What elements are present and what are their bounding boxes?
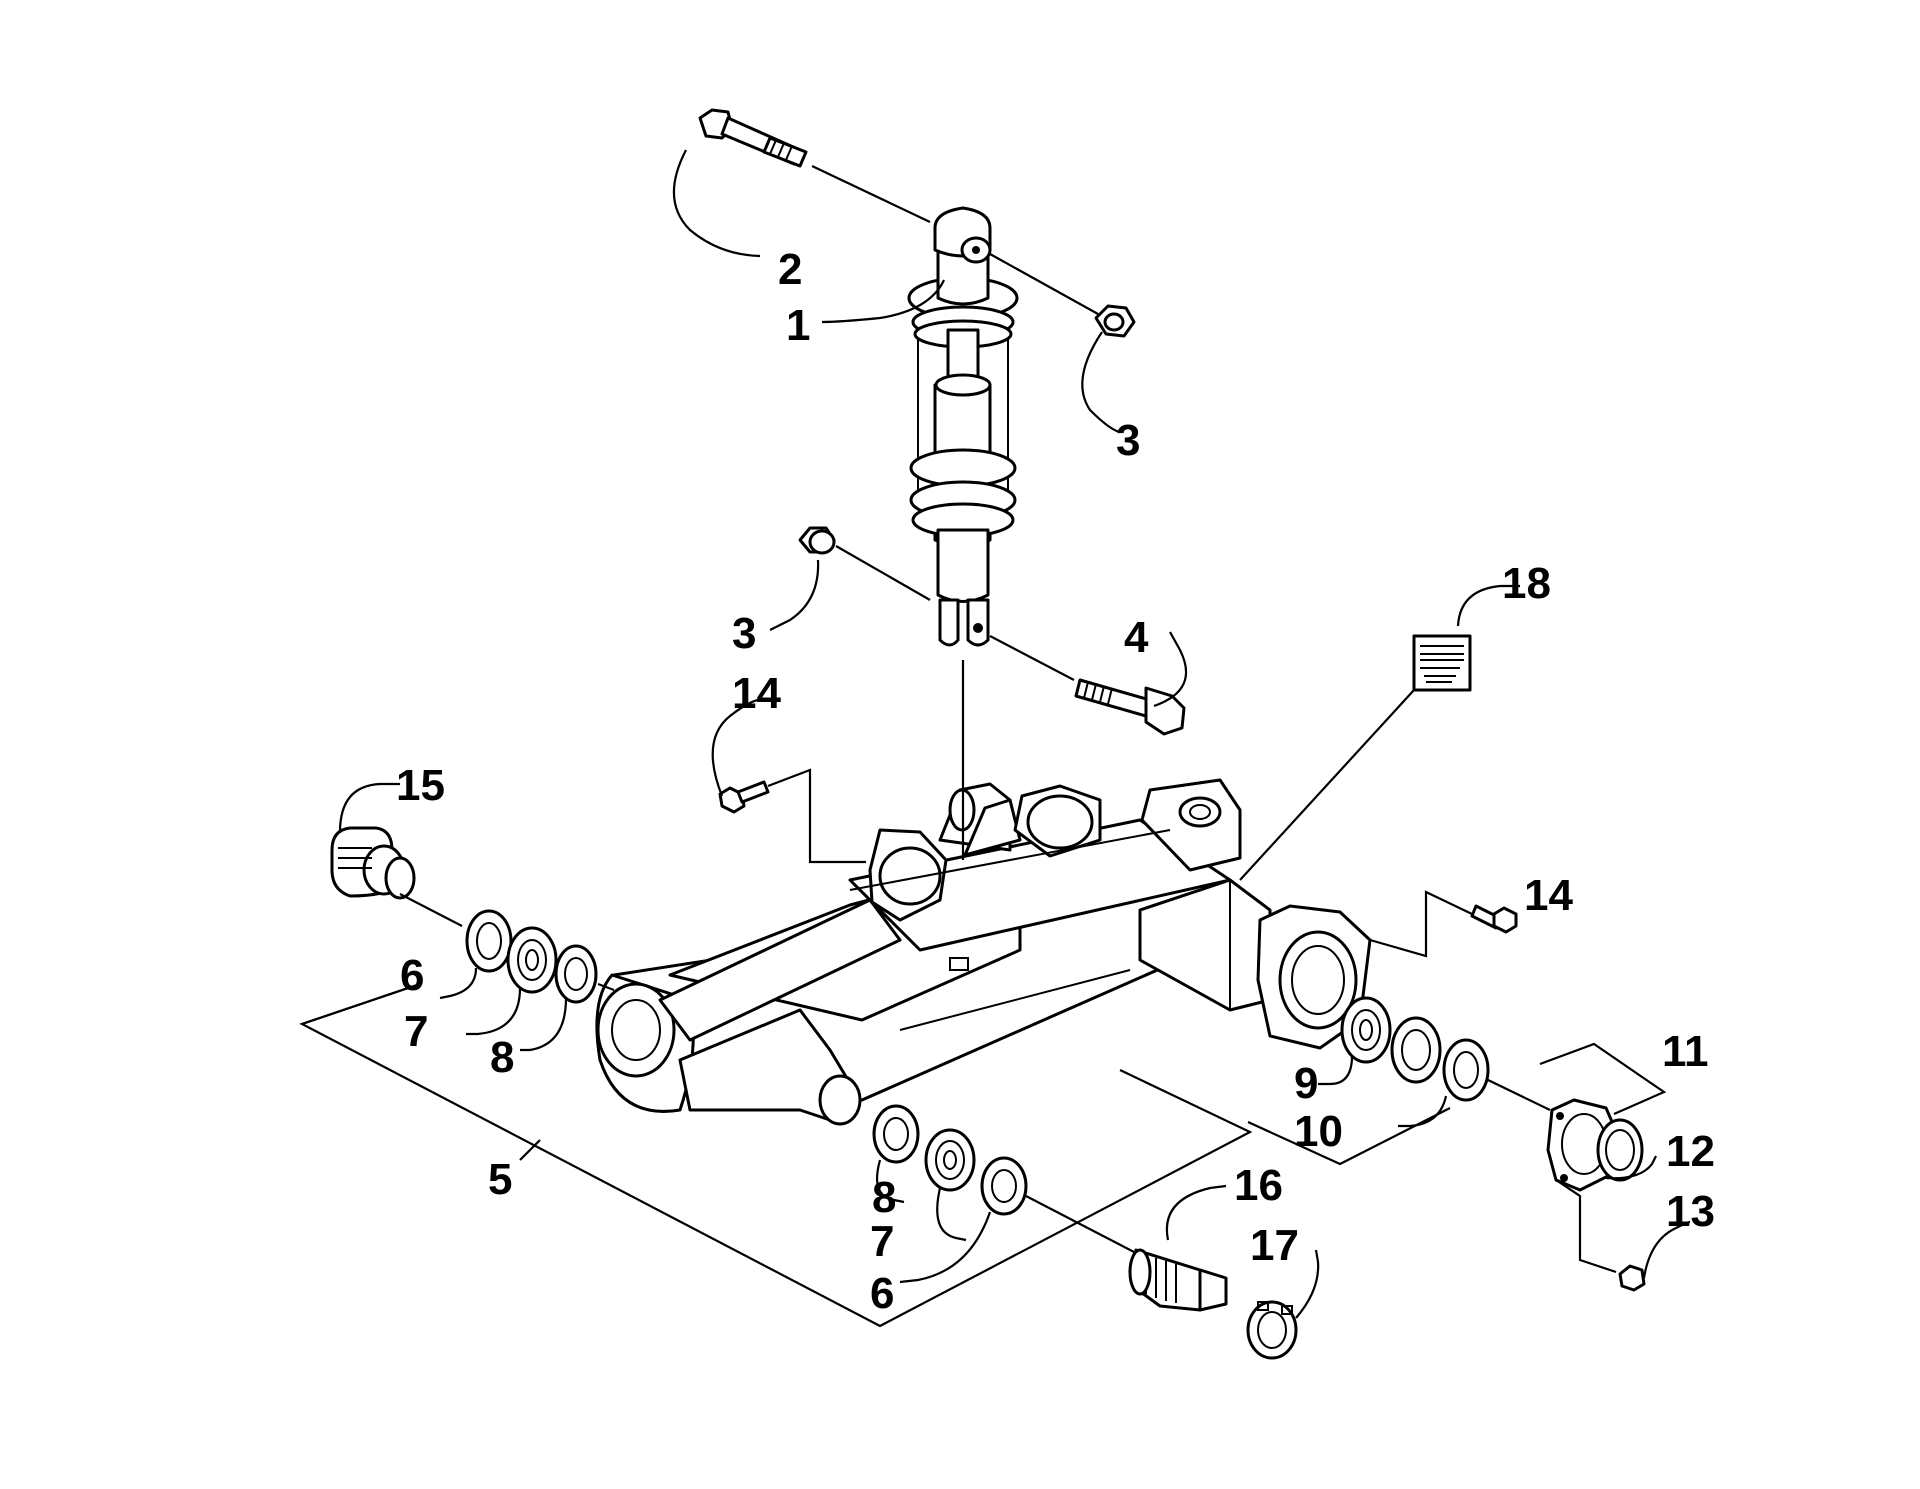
bearing-left [506,926,558,994]
callout-6-bottom: 6 [870,1269,894,1318]
bearing-right [1340,996,1392,1064]
spacer-left [554,944,598,1004]
callout-5: 5 [488,1155,512,1204]
callout-2: 2 [778,245,802,294]
callout-7-left: 7 [404,1007,428,1056]
callout-17: 17 [1250,1221,1299,1270]
shock-lower-nut [798,526,836,555]
swingarm-left-bolt [718,780,770,814]
callout-10: 10 [1294,1107,1343,1156]
group-bracket-11 [1539,1042,1667,1116]
seal-right [1442,1038,1490,1102]
pivot-plug-left [330,826,416,900]
callout-6-left: 6 [400,951,424,1000]
callout-16: 16 [1234,1161,1283,1210]
seal-bottom [980,1156,1028,1216]
cover-screw [1618,1264,1646,1292]
callout-15: 15 [396,761,445,810]
pivot-shaft [1128,1248,1228,1312]
callout-1: 1 [786,301,810,350]
callout-8-bottom: 8 [872,1173,896,1222]
spacer-bottom [872,1104,920,1164]
group-bracket-5 [299,982,1253,1328]
callout-3-top: 3 [1116,416,1140,465]
callout-3-mid: 3 [732,609,756,658]
callout-12: 12 [1666,1127,1715,1176]
callout-8-left: 8 [490,1033,514,1082]
callout-7-bottom: 7 [870,1217,894,1266]
callout-4: 4 [1124,613,1149,662]
callout-14-right: 14 [1524,871,1573,920]
bearing-right-outer [1390,1016,1442,1084]
callout-9: 9 [1294,1059,1318,1108]
swingarm [595,778,1372,1126]
shock-upper-nut [1094,304,1136,338]
shock-lower-bolt [1074,678,1186,736]
warning-decal [1412,634,1472,692]
shock-upper-bolt [698,108,808,168]
bearing-bottom [924,1128,976,1192]
leader-lines [338,149,1691,1319]
o-ring [1596,1118,1644,1182]
callout-14-left: 14 [732,669,781,718]
swingarm-right-bolt [1470,904,1518,934]
shock-absorber [907,206,1019,647]
lock-nut [1246,1300,1298,1360]
callout-18: 18 [1502,559,1551,608]
group-bracket-9-10 [1247,1107,1451,1166]
callout-13: 13 [1666,1187,1715,1236]
seal-left [465,909,513,973]
callout-11: 11 [1662,1027,1709,1076]
